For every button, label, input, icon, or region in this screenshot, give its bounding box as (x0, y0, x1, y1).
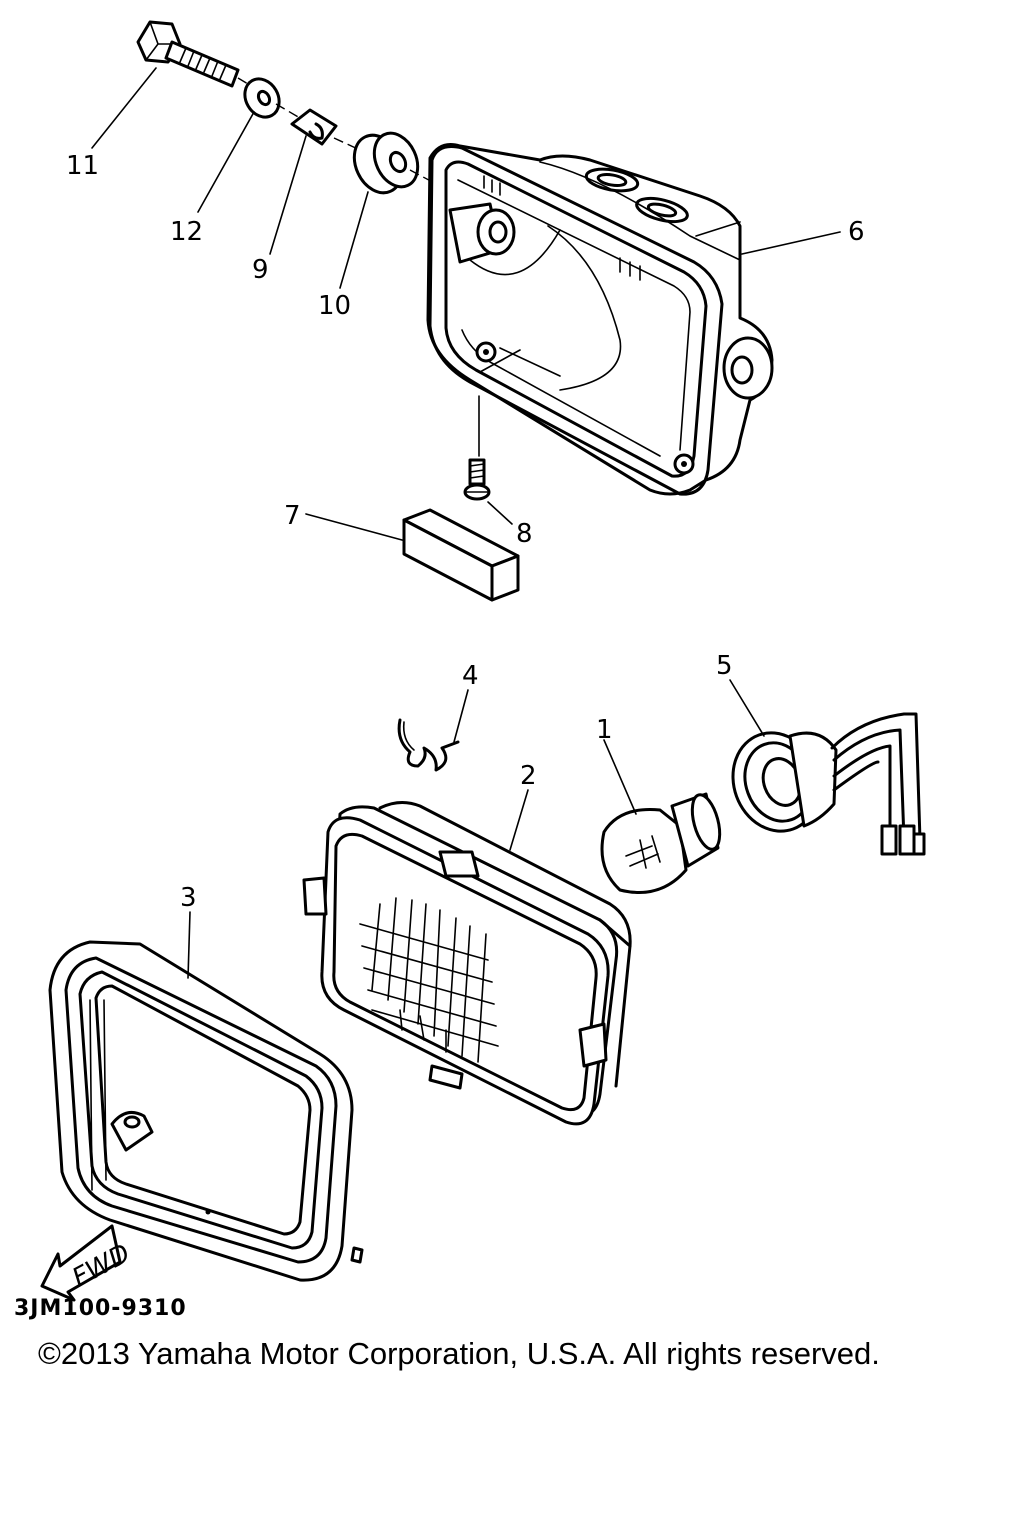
callout-5: 5 (716, 651, 733, 681)
leader-lines (91, 67, 841, 979)
callout-7: 7 (284, 501, 301, 531)
spring-clip-part-4 (397, 718, 460, 772)
copyright-notice: ©2013 Yamaha Motor Corporation, U.S.A. A… (38, 1336, 880, 1371)
callout-labels: 11 12 9 10 6 7 8 4 5 1 2 3 (66, 151, 865, 913)
callout-3: 3 (180, 883, 197, 913)
bulb-part-1 (600, 792, 722, 894)
damper-block-part-7 (402, 508, 520, 602)
lens-unit-part-2 (302, 801, 632, 1126)
figure-code: 3JM100-9310 (14, 1296, 187, 1321)
callout-4: 4 (462, 661, 479, 691)
grommet-part-10 (352, 131, 420, 195)
callout-10: 10 (318, 291, 351, 321)
callout-6: 6 (848, 217, 865, 247)
callout-11: 11 (66, 151, 99, 181)
bulb-socket-part-5 (731, 712, 926, 856)
fwd-arrow-icon: FWD (40, 1224, 135, 1302)
bolt-part-11 (136, 20, 240, 88)
headlight-case-part-6 (426, 143, 774, 496)
collar-part-9 (290, 108, 338, 146)
callout-1: 1 (596, 715, 613, 745)
screw-part-8 (463, 458, 491, 501)
callout-9: 9 (252, 255, 269, 285)
callout-12: 12 (170, 217, 203, 247)
rim-bezel-part-3 (48, 940, 364, 1282)
callout-2: 2 (520, 761, 537, 791)
callout-8: 8 (516, 519, 533, 549)
washer-part-12 (243, 77, 281, 119)
